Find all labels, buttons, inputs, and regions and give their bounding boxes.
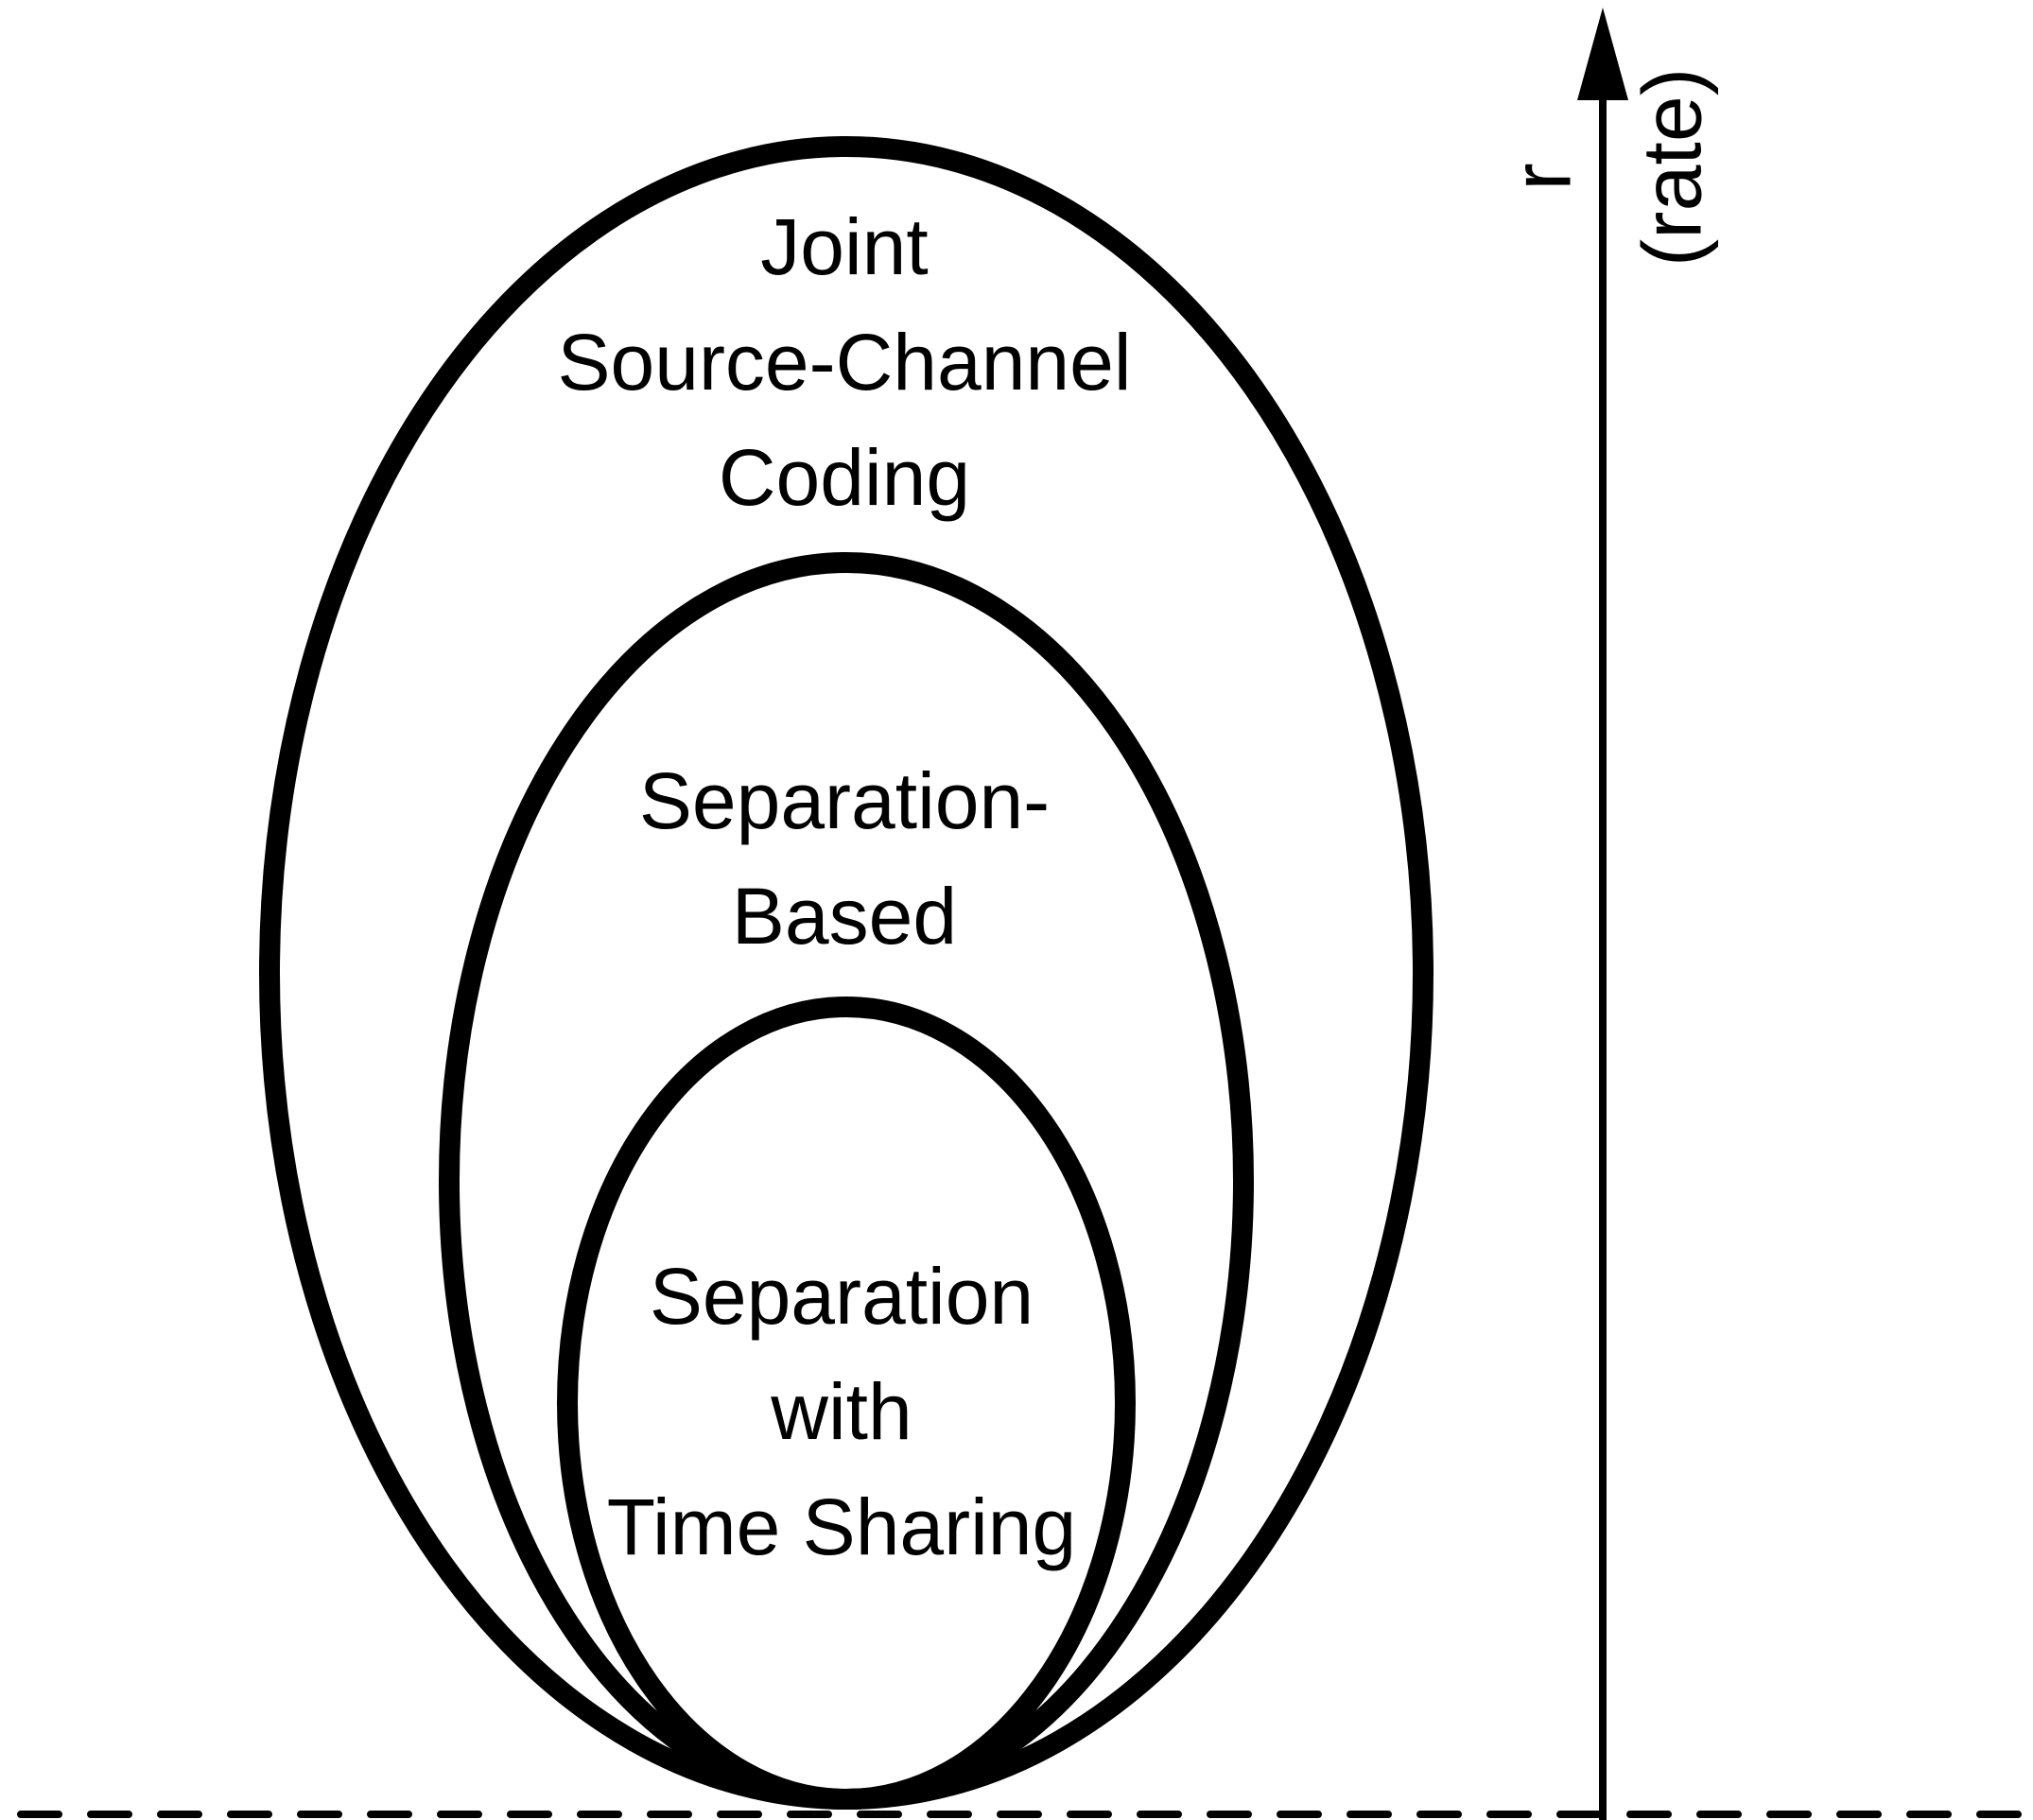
outer-ellipse-label-line-1: Joint bbox=[760, 202, 928, 291]
middle-ellipse bbox=[439, 552, 1254, 1810]
rate-axis-arrowhead bbox=[1577, 8, 1628, 100]
inner-ellipse-label: Separation with Time Sharing bbox=[607, 1252, 1076, 1571]
middle-ellipse-label-line-2: Based bbox=[732, 872, 957, 961]
middle-ellipse-label: Separation- Based bbox=[639, 756, 1050, 961]
inner-ellipse bbox=[557, 997, 1136, 1810]
inner-ellipse-label-line-3: Time Sharing bbox=[607, 1482, 1076, 1571]
rate-axis-label-r: r bbox=[1495, 163, 1589, 190]
inner-ellipse-label-line-1: Separation bbox=[650, 1252, 1034, 1341]
middle-ellipse-label-line-1: Separation- bbox=[639, 756, 1050, 845]
rate-axis-label-rate: (rate) bbox=[1625, 68, 1719, 267]
outer-ellipse-label-line-2: Source-Channel bbox=[557, 318, 1131, 407]
outer-ellipse-label-line-3: Coding bbox=[719, 433, 970, 522]
inner-ellipse-label-line-2: with bbox=[770, 1367, 912, 1456]
outer-ellipse-label: Joint Source-Channel Coding bbox=[557, 202, 1131, 522]
